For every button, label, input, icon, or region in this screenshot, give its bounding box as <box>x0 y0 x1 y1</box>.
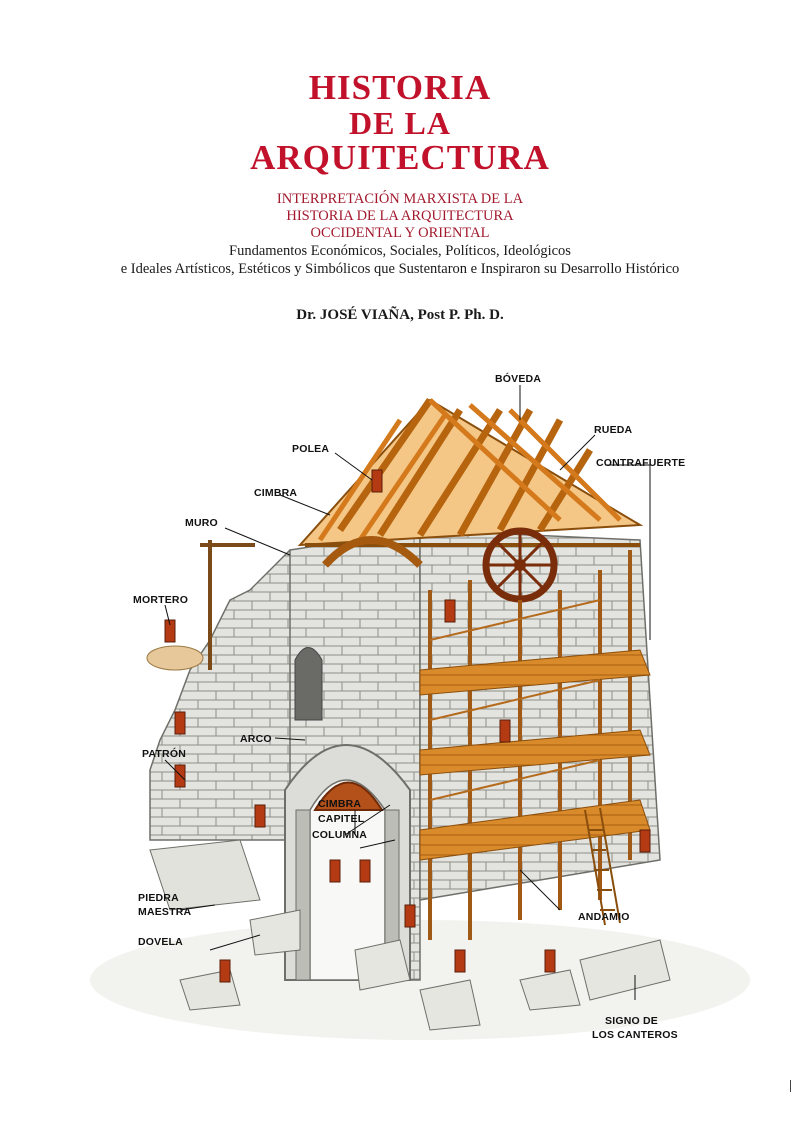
label-muro: MURO <box>185 517 218 529</box>
title-block: HISTORIA DE LA ARQUITECTURA <box>0 68 800 178</box>
label-dovela: DOVELA <box>138 936 183 948</box>
label-cimbra-arch: CIMBRA <box>318 798 361 810</box>
author-name: Dr. JOSÉ VIAÑA, Post P. Ph. D. <box>296 307 504 323</box>
arched-window <box>294 647 323 721</box>
label-signo-1: SIGNO DE <box>605 1015 658 1027</box>
label-mortero: MORTERO <box>133 594 188 606</box>
construction-illustration: BÓVEDA RUEDA CONTRAFUERTE POLEA CIMBRA M… <box>90 372 750 1041</box>
roof-truss <box>297 398 644 547</box>
subtitle-line-2: HISTORIA DE LA ARQUITECTURA <box>286 208 514 224</box>
subtitle-line-1: INTERPRETACIÓN MARXISTA DE LA <box>276 191 524 207</box>
crane-pole <box>200 540 255 670</box>
scaffolding <box>419 550 651 940</box>
label-capitel: CAPITEL <box>318 813 365 825</box>
title-line-3: ARQUITECTURA <box>250 138 550 178</box>
label-maestra: MAESTRA <box>138 906 192 918</box>
mortar-pile <box>146 645 204 671</box>
label-patron: PATRÓN <box>142 747 186 760</box>
label-andamio: ANDAMIO <box>578 911 630 923</box>
title-line-1: HISTORIA <box>308 68 492 107</box>
title-line-2: DE LA <box>349 104 451 141</box>
edge-mark <box>790 1080 791 1092</box>
label-signo-2: LOS CANTEROS <box>592 1029 678 1041</box>
label-arco: ARCO <box>240 733 272 745</box>
description-line-2: e Ideales Artísticos, Estéticos y Simból… <box>120 261 680 277</box>
label-contrafuerte: CONTRAFUERTE <box>596 457 685 469</box>
label-rueda: RUEDA <box>594 424 633 436</box>
treadwheel-crane <box>482 527 558 603</box>
subtitle-block: INTERPRETACIÓN MARXISTA DE LA HISTORIA D… <box>0 191 800 278</box>
label-columna: COLUMNA <box>312 829 367 841</box>
label-leaders <box>164 385 651 1000</box>
label-polea: POLEA <box>292 443 329 455</box>
label-cimbra: CIMBRA <box>254 487 297 499</box>
subtitle-line-3: OCCIDENTAL Y ORIENTAL <box>310 225 490 241</box>
entrance-arch <box>284 744 411 981</box>
description-line-1: Fundamentos Económicos, Sociales, Políti… <box>229 243 571 259</box>
label-piedra: PIEDRA <box>138 892 179 904</box>
label-boveda: BÓVEDA <box>495 372 541 385</box>
workers <box>164 469 651 983</box>
vault-centering <box>322 536 423 568</box>
